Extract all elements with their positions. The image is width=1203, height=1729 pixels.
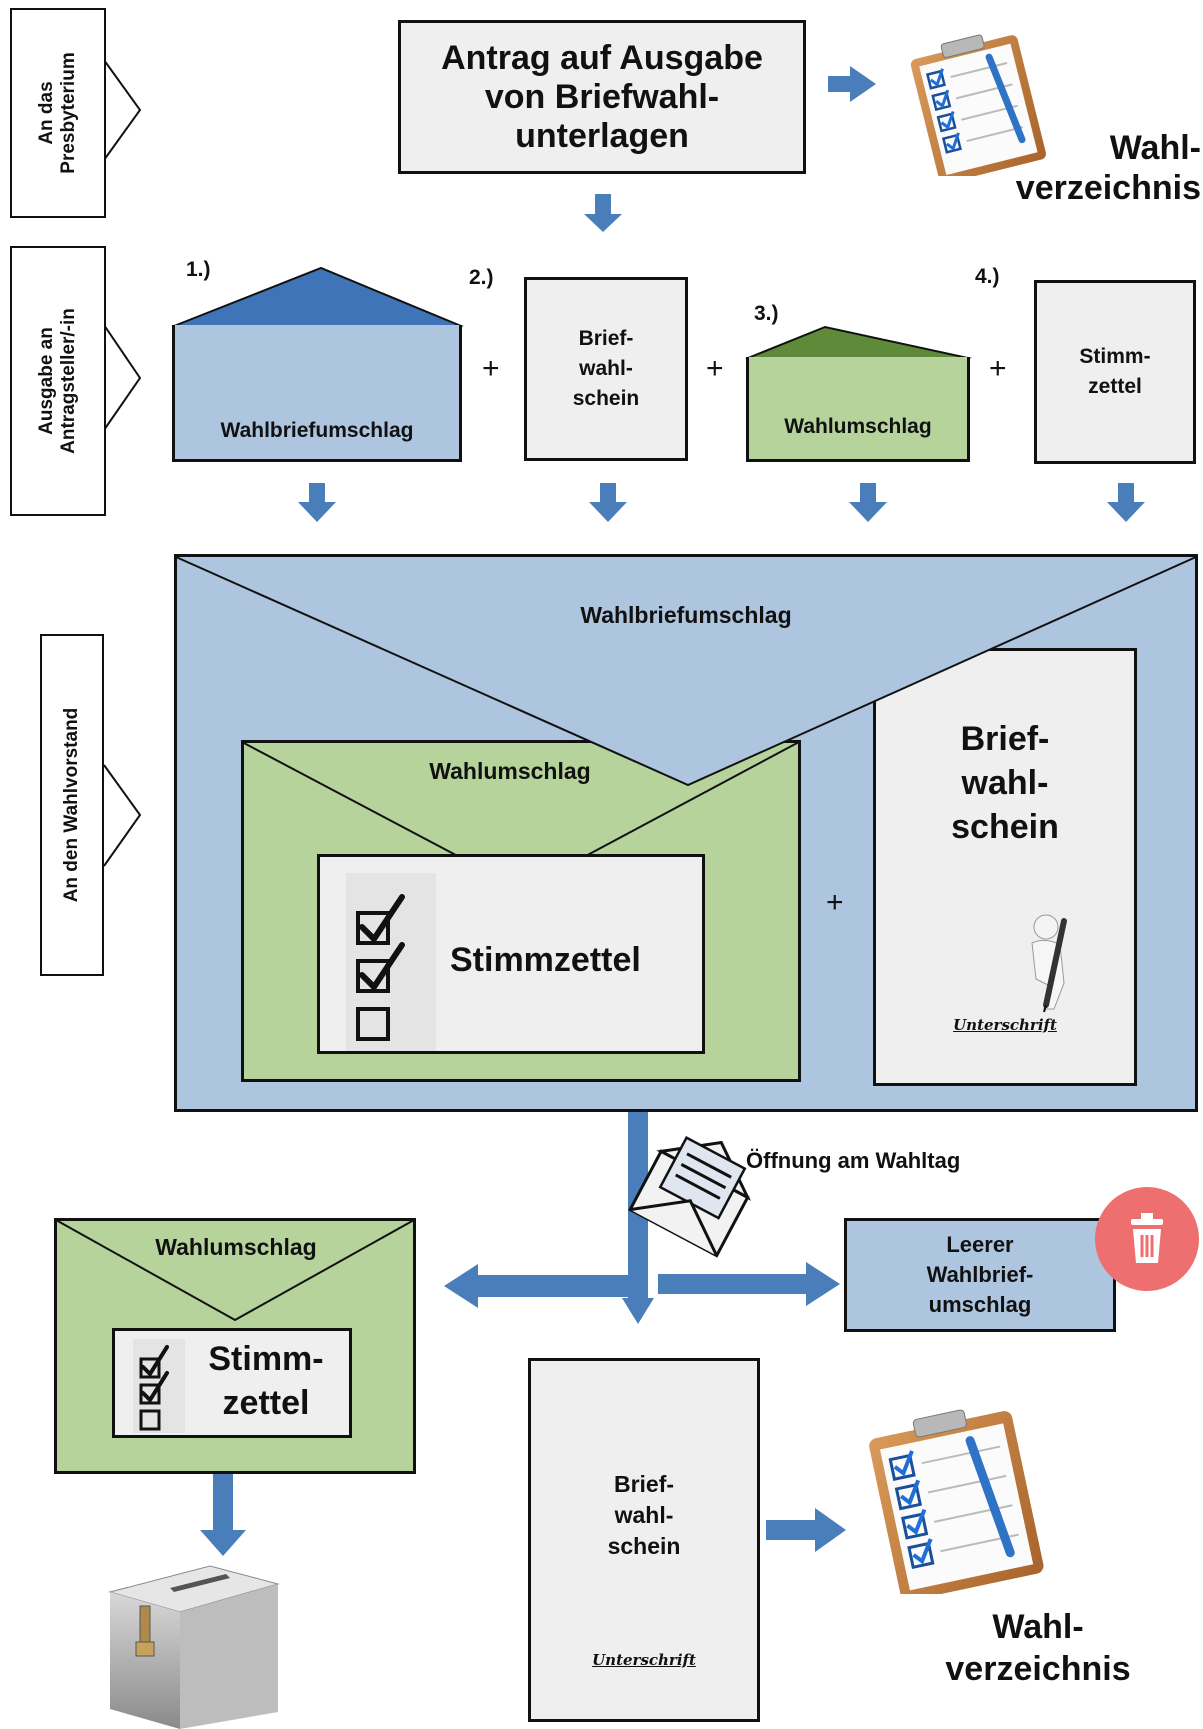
arrow-down bbox=[622, 1298, 654, 1324]
big-card-label: Brief- wahl- schein bbox=[951, 720, 1059, 846]
empty-wahlbriefumschlag: Leerer Wahlbrief- umschlag bbox=[844, 1218, 1116, 1332]
item-label-wahlumschlag: Wahlumschlag bbox=[784, 415, 932, 438]
result-stimmzettel: Stimm- zettel bbox=[112, 1328, 352, 1438]
pen-figure-icon bbox=[1024, 913, 1086, 1013]
arrow-right bbox=[658, 1262, 840, 1306]
flow-arrows bbox=[200, 66, 1145, 1556]
plus-sign: + bbox=[826, 886, 844, 919]
checkbox-icon bbox=[346, 873, 436, 1051]
arrow-down bbox=[1107, 483, 1145, 522]
big-card-signature: Unterschrift bbox=[953, 1016, 1057, 1034]
ballot-box-icon bbox=[100, 1562, 288, 1729]
big-briefwahlschein-card: Brief- wahl- schein Unterschrift bbox=[873, 648, 1137, 1086]
big-stimmzettel-label: Stimmzettel bbox=[450, 941, 641, 979]
side-label-antragsteller: Ausgabe an Antragsteller/-in bbox=[10, 246, 106, 516]
wahlverzeichnis-label-bottom: Wahl- verzeichnis bbox=[945, 1608, 1131, 1688]
result-briefwahlschein: Brief- wahl- schein Unterschrift bbox=[528, 1358, 760, 1722]
item-number-1: 1.) bbox=[186, 258, 211, 281]
item-stimmzettel: Stimm- zettel bbox=[1034, 280, 1196, 464]
item-label-wahlbriefumschlag: Wahlbriefumschlag bbox=[220, 419, 414, 442]
arrow-down bbox=[589, 483, 627, 522]
arrow-left bbox=[444, 1264, 628, 1308]
big-envelope-label: Wahlbriefumschlag bbox=[580, 602, 792, 628]
item-number-3: 3.) bbox=[754, 302, 779, 325]
clipboard-checklist-icon bbox=[856, 1404, 1064, 1594]
item-number-2: 2.) bbox=[469, 266, 494, 289]
item-number-4: 4.) bbox=[975, 265, 1000, 288]
arrow-down bbox=[200, 1474, 246, 1556]
inner-envelope-label: Wahlumschlag bbox=[429, 758, 591, 784]
trash-icon bbox=[1095, 1187, 1199, 1291]
plus-sign: + bbox=[989, 352, 1007, 385]
result-card-label: Brief- wahl- schein bbox=[607, 1471, 681, 1559]
item-briefwahlschein: Brief- wahl- schein bbox=[524, 277, 688, 461]
big-stimmzettel: Stimmzettel bbox=[317, 854, 705, 1054]
arrow-right bbox=[828, 66, 876, 102]
wahlverzeichnis-label-top: Wahl- verzeichnis bbox=[1015, 129, 1201, 207]
plus-sign: + bbox=[482, 352, 500, 385]
arrow-down bbox=[849, 483, 887, 522]
side-label-pointers bbox=[103, 59, 142, 867]
open-letter-icon bbox=[624, 1126, 764, 1266]
side-label-wahlvorstand: An den Wahlvorstand bbox=[40, 634, 104, 976]
arrow-down bbox=[298, 483, 336, 522]
arrow-down bbox=[584, 194, 622, 232]
clipboard-checklist-icon bbox=[900, 30, 1066, 176]
result-card-signature: Unterschrift bbox=[592, 1651, 696, 1669]
antrag-box: Antrag auf Ausgabe von Briefwahl- unterl… bbox=[398, 20, 806, 174]
arrow-right bbox=[766, 1508, 846, 1552]
plus-sign: + bbox=[706, 352, 724, 385]
checkbox-icon bbox=[133, 1339, 185, 1433]
side-label-presbyterium: An das Presbyterium bbox=[10, 8, 106, 218]
result-stimmzettel-label: Stimm- zettel bbox=[208, 1340, 324, 1422]
result-wahlumschlag-label: Wahlumschlag bbox=[155, 1234, 317, 1260]
opening-label: Öffnung am Wahltag bbox=[746, 1148, 961, 1173]
item-wahlumschlag: Wahlumschlag bbox=[746, 357, 970, 462]
item-wahlbriefumschlag: Wahlbriefumschlag bbox=[172, 325, 462, 462]
